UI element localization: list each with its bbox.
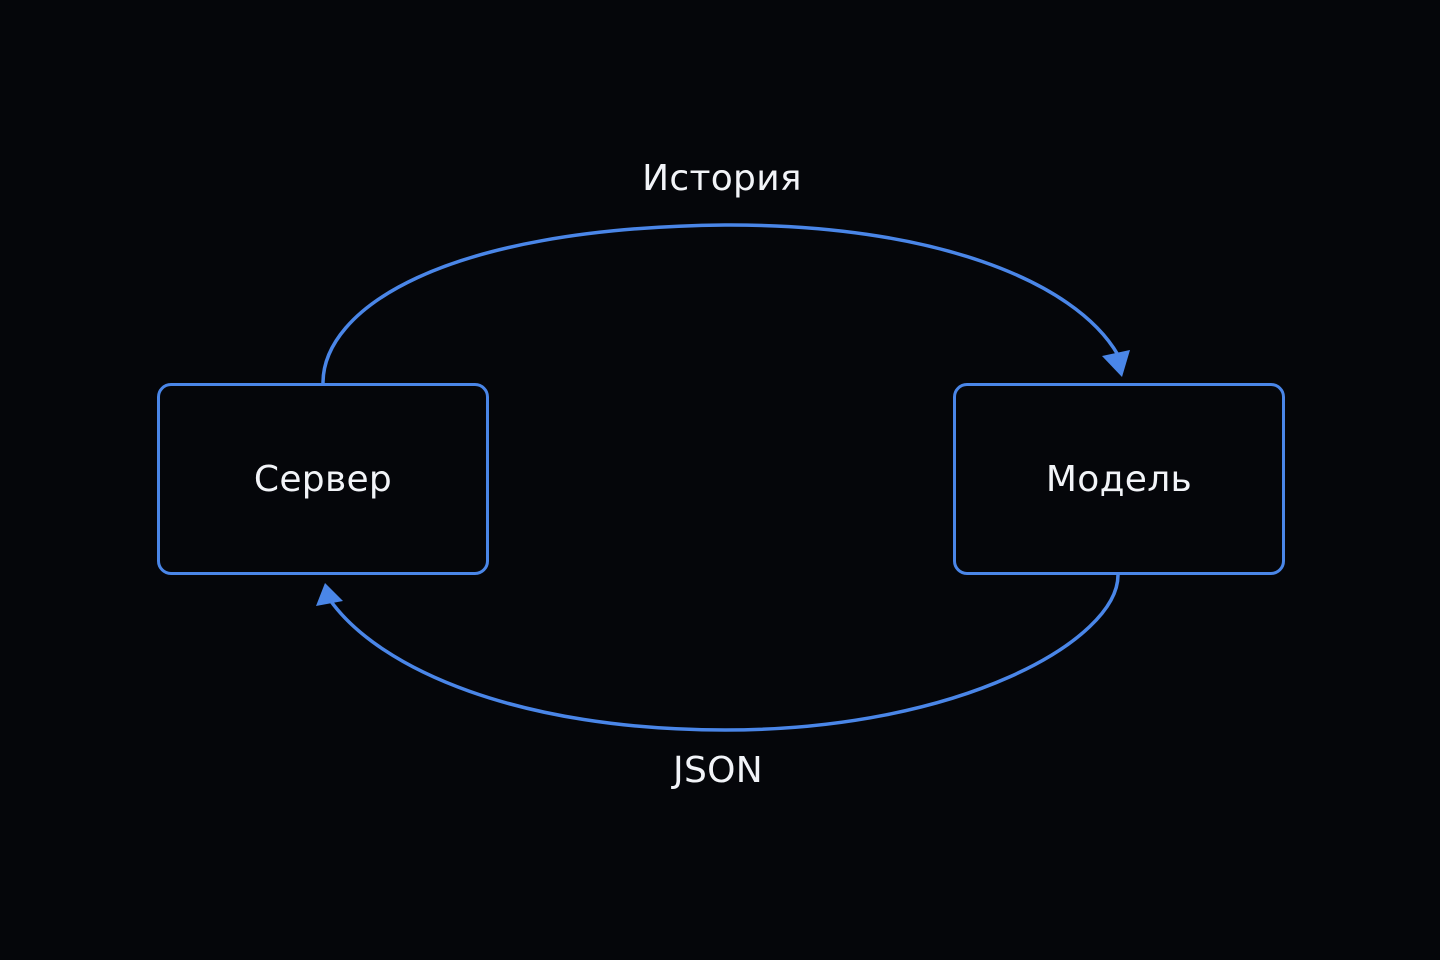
server-label: Сервер <box>253 458 393 500</box>
history-edge-label: История <box>642 158 802 199</box>
arrowhead-server <box>316 583 343 606</box>
model-label: Модель <box>1045 458 1193 500</box>
server-node: Сервер <box>157 383 489 575</box>
arrow-server-to-model <box>321 223 1120 385</box>
arrow-model-to-server <box>328 573 1120 732</box>
arrowhead-model <box>1102 350 1130 377</box>
json-edge-label: JSON <box>673 750 763 791</box>
model-node: Модель <box>953 383 1285 575</box>
